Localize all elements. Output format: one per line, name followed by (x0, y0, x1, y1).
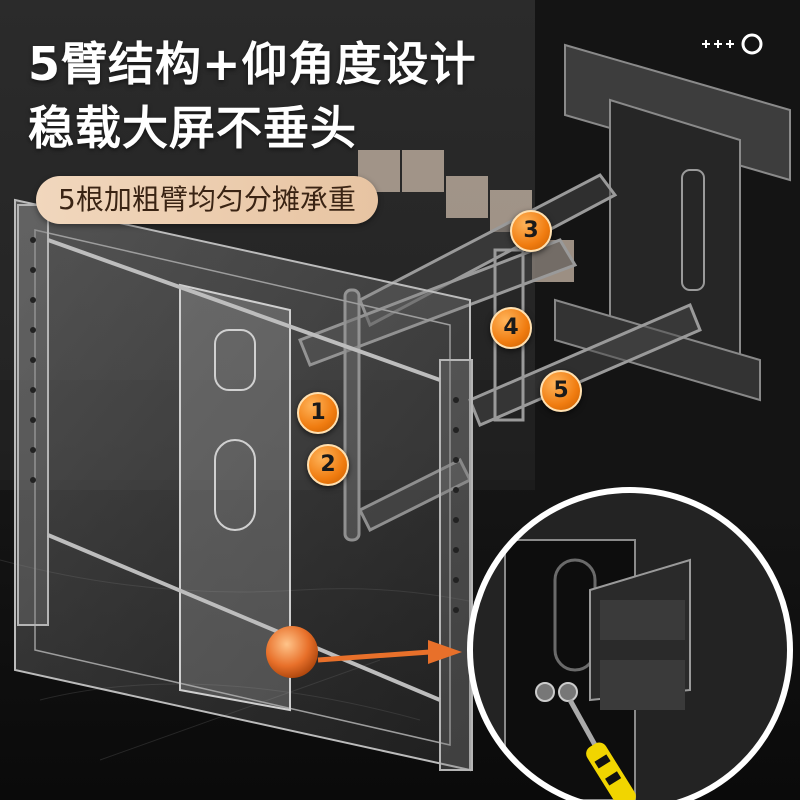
headline-line-1: 5臂结构+仰角度设计 (28, 37, 477, 91)
corner-decoration (702, 33, 763, 55)
headline-line-2: 稳载大屏不垂头 (28, 101, 357, 155)
rail-holes (30, 237, 459, 613)
arrow-right-icon (317, 640, 462, 664)
arm-badge-3: 3 (510, 210, 552, 252)
ring-icon (741, 33, 763, 55)
subtitle-pill: 5根加粗臂均匀分摊承重 (36, 176, 378, 224)
arm-badge-1: 1 (297, 392, 339, 434)
arm-badge-2: 2 (307, 444, 349, 486)
screwdriver-icon (586, 742, 636, 800)
vesa-frame (14, 198, 473, 772)
zoom-detail (467, 487, 793, 800)
wall-plate (554, 43, 791, 402)
orange-ball-marker-icon (266, 626, 318, 678)
plus-dots-icon (702, 40, 734, 48)
arm-badge-4: 4 (490, 307, 532, 349)
arm-badge-5: 5 (540, 370, 582, 412)
